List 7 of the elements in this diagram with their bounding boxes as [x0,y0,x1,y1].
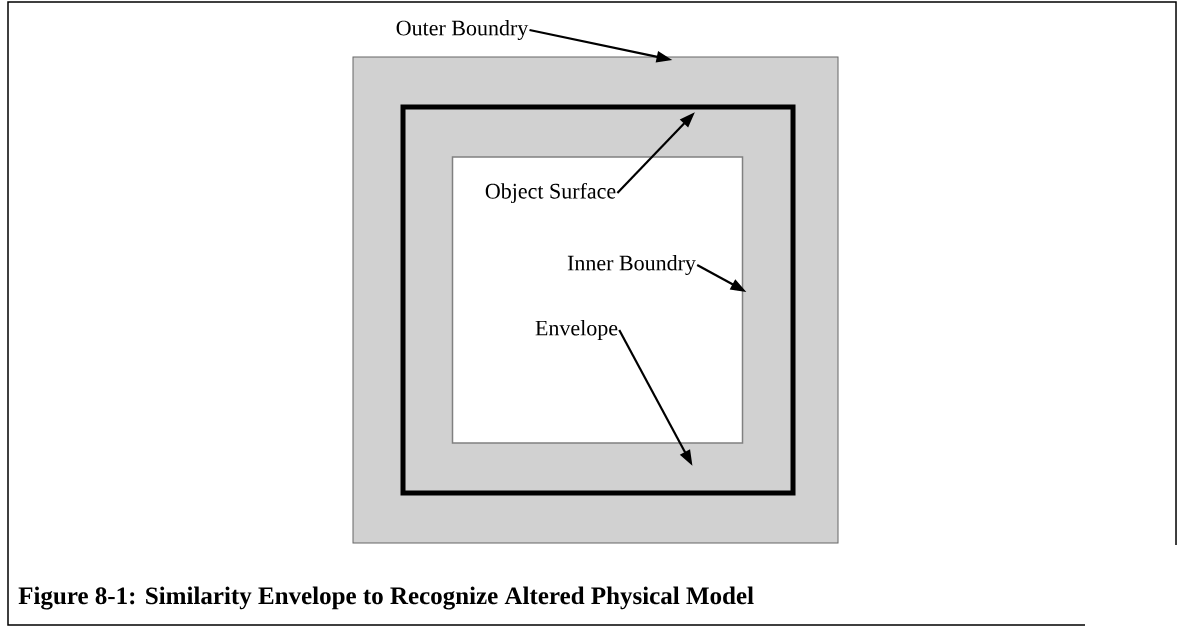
label-text: Envelope [535,320,618,340]
figure-caption: Figure 8-1: Similarity Envelope to Recognize Altered Physical Model [18,586,754,610]
label-text: Object Surface [485,182,616,204]
thick-square [400,104,796,496]
label-text: Inner Boundry [567,255,696,275]
inner-square [451,156,744,444]
label-text: Outer Boundry [396,20,529,40]
